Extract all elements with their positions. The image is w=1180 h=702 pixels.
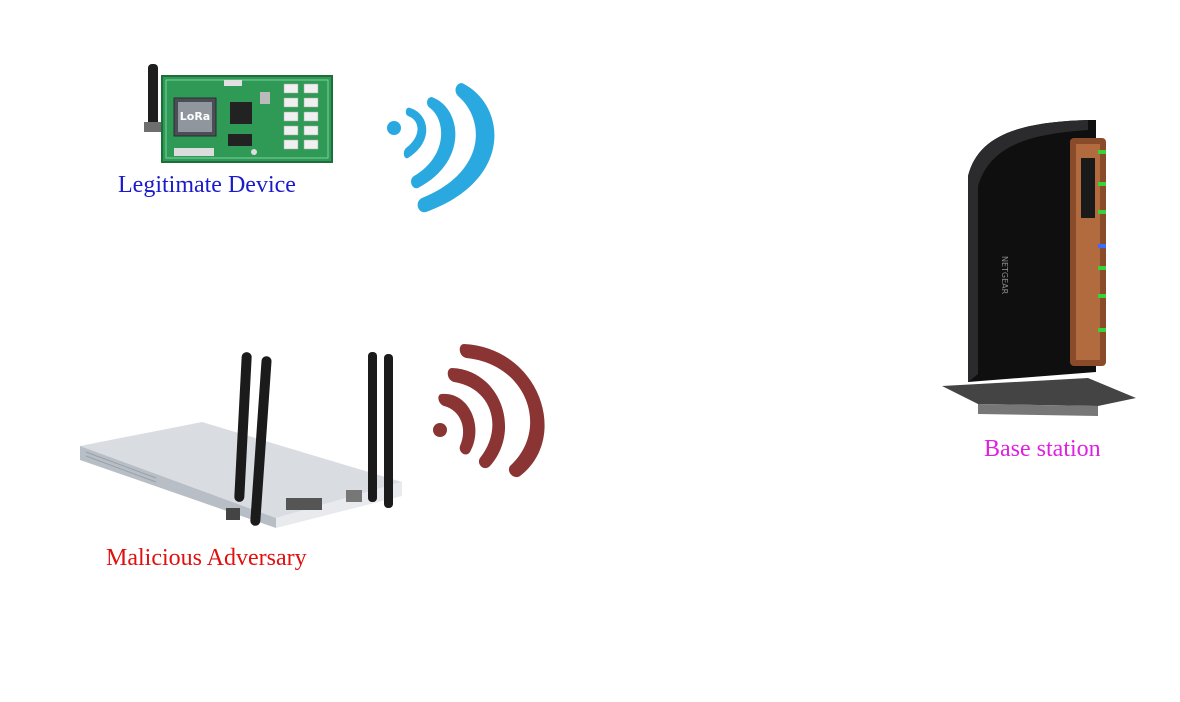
sdr-radio-box-icon	[76, 350, 406, 530]
malicious-signal-icon	[430, 342, 560, 480]
malicious-adversary-label: Malicious Adversary	[106, 545, 307, 571]
lora-chip-label: LoRa	[180, 110, 210, 123]
legitimate-signal-icon	[382, 80, 512, 215]
router-brand-label: NETGEAR	[1000, 256, 1009, 295]
lora-board-icon: LoRa	[134, 62, 334, 164]
wifi-router-icon: NETGEAR	[938, 116, 1138, 422]
base-station-label: Base station	[984, 436, 1101, 462]
legitimate-device-label: Legitimate Device	[118, 172, 296, 198]
